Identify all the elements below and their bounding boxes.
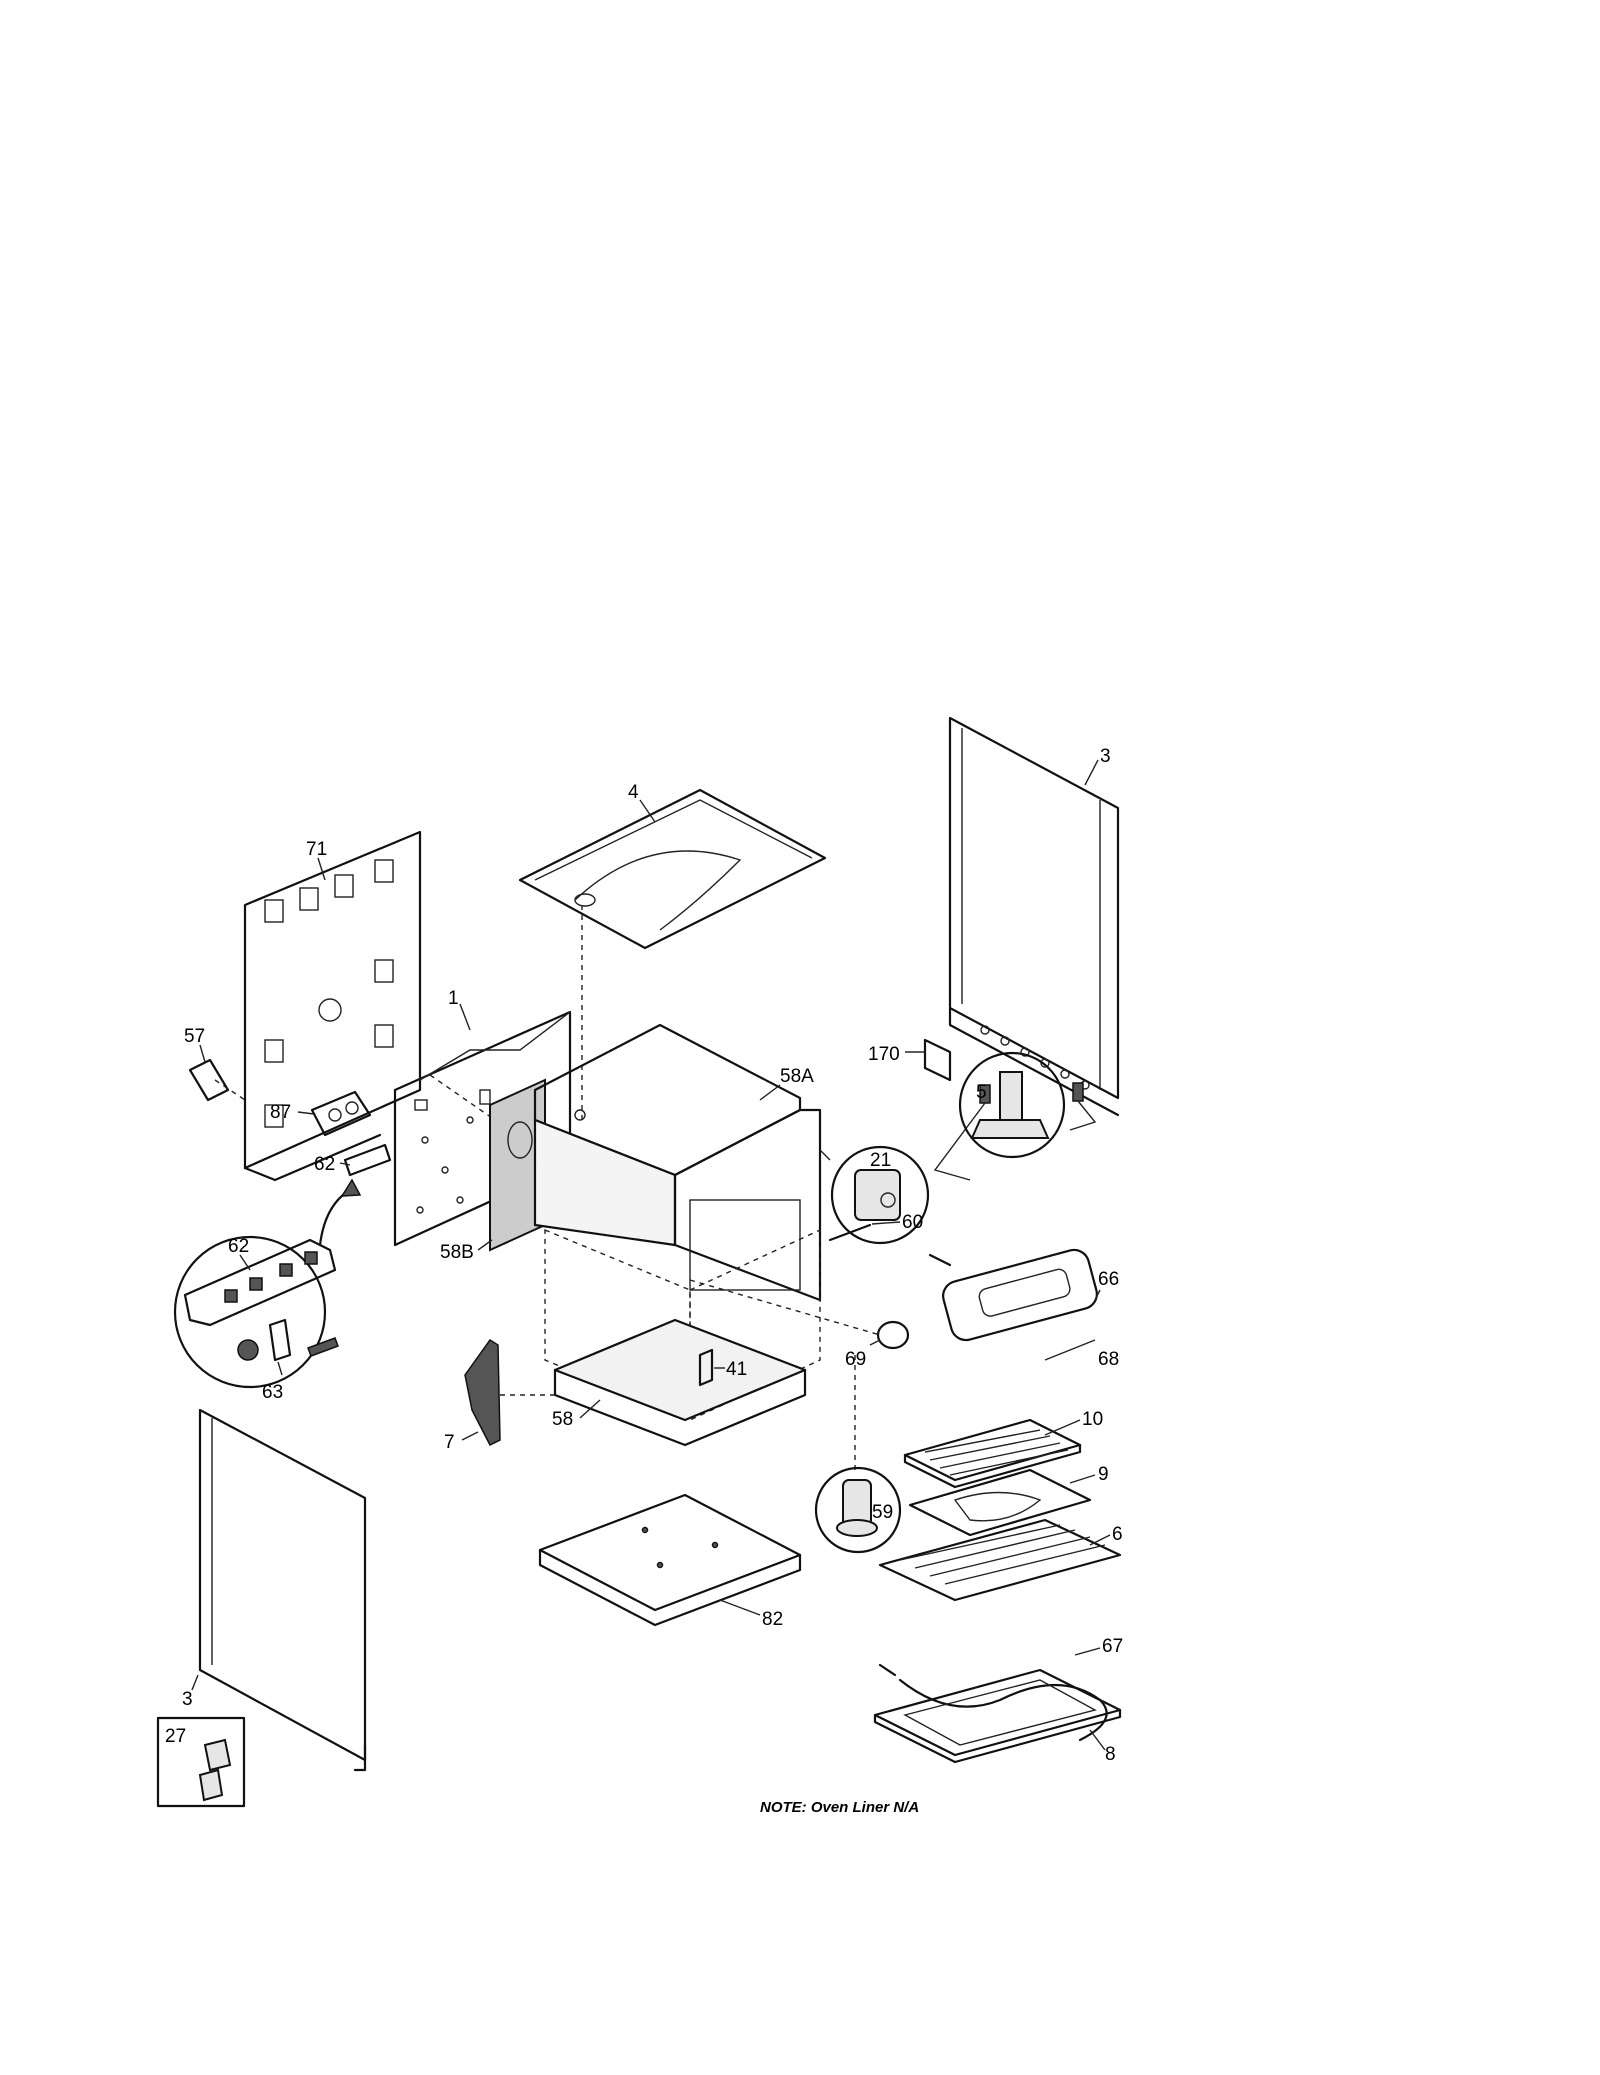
label-62-circle: 62 xyxy=(228,1236,249,1257)
label-57: 57 xyxy=(184,1026,205,1047)
part-21-detail xyxy=(830,1145,930,1245)
part-59-lamp-socket xyxy=(814,1466,902,1554)
label-58: 58 xyxy=(552,1409,573,1430)
leveler-screw-icon xyxy=(979,1082,1084,1104)
part-7-hinge xyxy=(464,1338,501,1447)
part-3-right-side-panel xyxy=(948,716,1120,1117)
part-3-left-side-panel xyxy=(198,1408,367,1772)
label-5: 5 xyxy=(976,1082,987,1103)
label-71: 71 xyxy=(306,839,327,860)
part-9-broiler-pan xyxy=(908,1468,1092,1537)
part-27-detail-box xyxy=(156,1716,246,1808)
label-58B: 58B xyxy=(440,1242,474,1263)
part-4-top-panel xyxy=(518,788,827,950)
label-87: 87 xyxy=(270,1102,291,1123)
arrow-icon xyxy=(318,1188,352,1247)
part-8-oven-bottom-tray xyxy=(873,1668,1122,1764)
label-67: 67 xyxy=(1102,1636,1123,1657)
label-8: 8 xyxy=(1105,1744,1116,1765)
label-170: 170 xyxy=(868,1044,900,1065)
part-87-bracket xyxy=(310,1090,372,1137)
label-3-top: 3 xyxy=(1100,746,1111,767)
label-4: 4 xyxy=(628,782,639,803)
part-170-bracket xyxy=(905,1038,952,1082)
label-27: 27 xyxy=(165,1726,186,1747)
label-66: 66 xyxy=(1098,1269,1119,1290)
part-62-terminal-block xyxy=(343,1143,392,1177)
part-57-plate xyxy=(188,1058,230,1102)
part-82-oven-bottom xyxy=(538,1493,802,1627)
part-10-broiler-grid xyxy=(903,1418,1082,1489)
label-41: 41 xyxy=(726,1359,747,1380)
label-60: 60 xyxy=(902,1212,923,1233)
part-5-leveler-detail xyxy=(958,1051,1066,1159)
part-62-63-detail xyxy=(173,1235,339,1389)
label-10: 10 xyxy=(1082,1409,1103,1430)
label-6: 6 xyxy=(1112,1524,1123,1545)
part-67-bake-element xyxy=(878,1663,1108,1742)
label-1: 1 xyxy=(448,988,459,1009)
part-6-oven-rack xyxy=(878,1518,1122,1602)
label-9: 9 xyxy=(1098,1464,1109,1485)
part-66-broil-element xyxy=(928,1248,1098,1342)
part-69-light-lens xyxy=(876,1320,910,1350)
label-62-top: 62 xyxy=(314,1154,335,1175)
label-3-bottom: 3 xyxy=(182,1689,193,1710)
part-71-back-panel xyxy=(243,830,422,1182)
part-58-insulation xyxy=(553,1318,807,1447)
label-82: 82 xyxy=(762,1609,783,1630)
label-7: 7 xyxy=(444,1432,455,1453)
label-63: 63 xyxy=(262,1382,283,1403)
oven-liner-outline xyxy=(544,1228,821,1422)
part-60-sensor xyxy=(828,1223,872,1242)
label-59: 59 xyxy=(872,1502,893,1523)
label-68: 68 xyxy=(1098,1349,1119,1370)
label-58A: 58A xyxy=(780,1066,814,1087)
label-21: 21 xyxy=(870,1150,891,1171)
part-41-clip xyxy=(698,1348,714,1387)
oven-liner-note: NOTE: Oven Liner N/A xyxy=(760,1799,919,1816)
part-58A-oven-wrapper xyxy=(489,1023,822,1302)
